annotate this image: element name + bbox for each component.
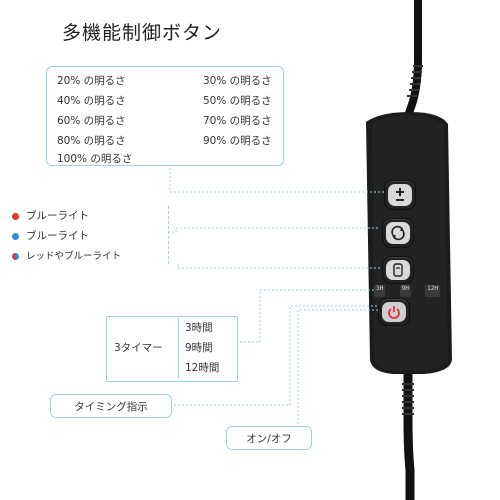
timer-indicators: 3H 9H 12H	[374, 285, 440, 297]
red-dot-icon	[12, 212, 19, 220]
brightness-30: 30% の明るさ	[203, 75, 272, 87]
brightness-20: 20% の明るさ	[57, 75, 126, 87]
brightness-panel: 20% の明るさ 30% の明るさ 40% の明るさ 50% の明るさ 60% …	[46, 66, 284, 166]
indicator-3h: 3H	[374, 285, 386, 297]
timer-option-12h: 12時間	[185, 362, 220, 374]
color-mode-item: ブルーライト	[12, 228, 89, 243]
blue-dot-icon	[12, 232, 19, 240]
timing-indicator-label: タイミング指示	[50, 394, 172, 418]
brightness-40: 40% の明るさ	[57, 95, 126, 107]
plus-minus-icon	[396, 188, 404, 201]
brightness-button[interactable]	[384, 180, 416, 210]
color-mode-list: ブルーライト ブルーライト レッドやブルーライト	[6, 202, 168, 266]
brightness-90: 90% の明るさ	[203, 135, 272, 147]
color-mode-item: ブルーライト	[12, 208, 89, 223]
brightness-50: 50% の明るさ	[203, 95, 272, 107]
timer-icon	[393, 263, 403, 277]
indicator-12h: 12H	[425, 285, 440, 297]
timer-button[interactable]	[382, 256, 414, 284]
timer-panel	[106, 316, 238, 382]
timer-option-9h: 9時間	[185, 342, 213, 354]
color-mode-button[interactable]	[382, 218, 414, 248]
brightness-100: 100% の明るさ	[57, 153, 133, 165]
timer-options: 3時間 9時間 12時間	[178, 318, 237, 378]
power-icon	[388, 306, 400, 319]
timer-option-3h: 3時間	[185, 322, 213, 334]
divider	[168, 206, 170, 264]
power-label: オン/オフ	[226, 426, 312, 450]
red-blue-dot-icon	[12, 252, 19, 260]
timer-label: 3タイマー	[114, 342, 163, 354]
cycle-icon	[391, 225, 405, 241]
page-title: 多機能制御ボタン	[62, 22, 223, 44]
brightness-70: 70% の明るさ	[203, 115, 272, 127]
indicator-9h: 9H	[399, 285, 411, 297]
color-mode-item: レッドやブルーライト	[12, 248, 121, 262]
brightness-80: 80% の明るさ	[57, 135, 126, 147]
power-button[interactable]	[378, 298, 410, 326]
brightness-60: 60% の明るさ	[57, 115, 126, 127]
